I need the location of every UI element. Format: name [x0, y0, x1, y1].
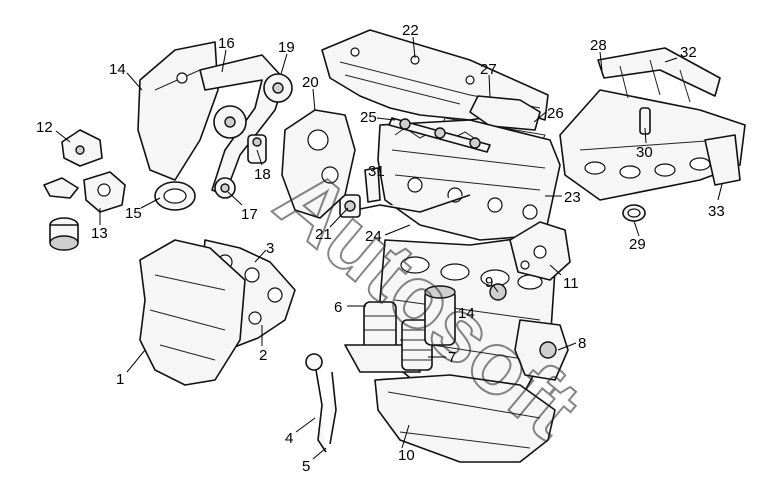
part-hose — [354, 167, 471, 213]
part-dipstick — [305, 353, 337, 453]
part-camshaft-gear — [213, 105, 247, 139]
callout-13: 13 — [91, 225, 108, 242]
part-intake-gasket — [622, 204, 646, 222]
callout-1: 1 — [116, 371, 124, 388]
callout-8: 8 — [578, 335, 586, 352]
leader-lines — [55, 36, 723, 460]
part-crank-gear — [214, 177, 236, 199]
callout-29: 29 — [629, 236, 646, 253]
callout-3: 3 — [266, 240, 274, 257]
callout-15: 15 — [125, 205, 142, 222]
callout-31: 31 — [368, 163, 385, 180]
part-idler-pulley — [263, 73, 293, 103]
callout-18: 18 — [254, 166, 271, 183]
part-engine-mount — [83, 171, 126, 213]
callout-5: 5 — [302, 458, 310, 475]
callout-2: 2 — [259, 347, 267, 364]
callout-25: 25 — [360, 109, 377, 126]
callout-19: 19 — [278, 39, 295, 56]
callout-7: 7 — [448, 349, 456, 366]
part-tensioner — [247, 134, 267, 164]
part-thermostat-housing — [509, 221, 571, 281]
part-rubber-mount — [49, 217, 79, 251]
callout-22: 22 — [402, 22, 419, 39]
part-seal-ring — [154, 181, 196, 211]
part-mount-clip — [43, 177, 79, 199]
callout-32: 32 — [680, 44, 697, 61]
part-timing-cover — [137, 41, 219, 181]
callout-6: 6 — [334, 299, 342, 316]
part-camshaft — [388, 117, 491, 153]
part-heat-shield — [139, 239, 246, 386]
callout-14-timing-cover: 14 — [109, 61, 126, 78]
part-intake-bracket — [704, 134, 741, 186]
callout-27: 27 — [480, 61, 497, 78]
callout-16: 16 — [218, 35, 235, 52]
callout-10: 10 — [398, 447, 415, 464]
callout-17: 17 — [241, 206, 258, 223]
callout-21: 21 — [315, 226, 332, 243]
callout-labels: 1 2 3 4 5 6 7 8 9 10 11 12 13 14 15 16 1… — [36, 22, 725, 475]
callout-30: 30 — [636, 144, 653, 161]
part-engine-mount-bracket — [61, 129, 103, 167]
callout-11: 11 — [563, 275, 579, 292]
callout-28: 28 — [590, 37, 607, 54]
part-oil-pan — [374, 374, 556, 463]
callout-14-pulley: 14 — [458, 305, 475, 322]
callout-33: 33 — [708, 203, 725, 220]
part-crank-pulley — [424, 285, 456, 346]
part-water-pump — [514, 319, 569, 381]
part-fuel-rail — [597, 47, 721, 103]
part-intake-manifold — [559, 89, 746, 201]
callout-9: 9 — [485, 274, 493, 291]
callout-20: 20 — [302, 74, 319, 91]
part-rear-timing-cover — [281, 109, 356, 219]
callout-26: 26 — [547, 105, 564, 122]
callout-23: 23 — [564, 189, 581, 206]
callout-24: 24 — [365, 228, 382, 245]
callout-4: 4 — [285, 430, 293, 447]
callout-12: 12 — [36, 119, 53, 136]
